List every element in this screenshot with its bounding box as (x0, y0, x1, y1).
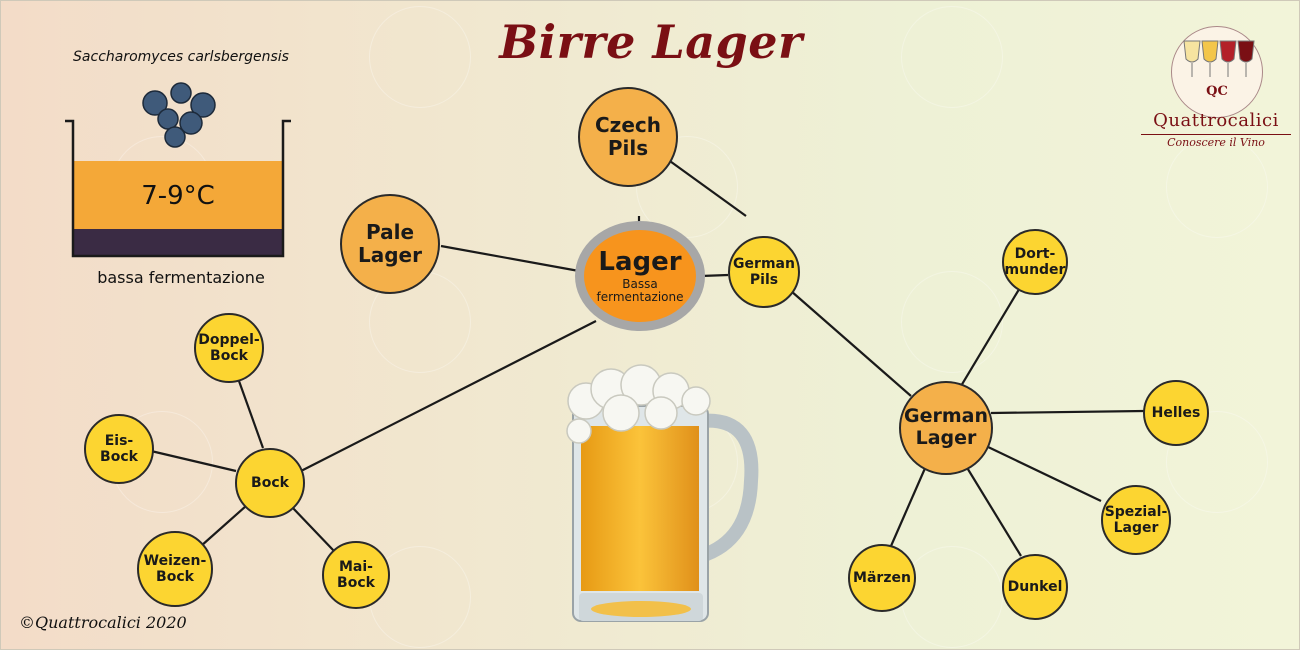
node-pale-lager: Pale Lager (340, 194, 440, 294)
logo-badge (1171, 26, 1263, 118)
node-eisbock: Eis- Bock (84, 414, 154, 484)
wine-glasses-icon (1183, 40, 1255, 77)
yeast-name: Saccharomyces carlsbergensis (73, 49, 289, 65)
node-marzen: Märzen (848, 544, 916, 612)
quattrocalici-logo: QC Quattrocalici Conoscere il Vino (1141, 26, 1291, 156)
watermark (901, 271, 1003, 373)
logo-name: Quattrocalici (1153, 110, 1279, 131)
link-bock-mai (290, 505, 335, 552)
node-spezial-lager: Spezial- Lager (1101, 485, 1171, 555)
node-dortmunder: Dort- munder (1002, 229, 1068, 295)
beer-mug-illustration (566, 364, 759, 622)
link-bock-weizen (200, 505, 247, 547)
watermark (1166, 411, 1268, 513)
node-weizenbock: Weizen- Bock (137, 531, 213, 607)
node-doppelbock: Doppel- Bock (194, 313, 264, 383)
link-gl-dortmunder (960, 285, 1022, 387)
watermark (369, 6, 471, 108)
node-helles: Helles (1143, 380, 1209, 446)
watermark (901, 6, 1003, 108)
node-lager-sub: Bassa fermentazione (596, 276, 684, 304)
link-gl-dunkel (965, 465, 1022, 557)
copyright: ©Quattrocalici 2020 (19, 613, 187, 632)
fermentation-label: bassa fermentazione (97, 268, 265, 287)
page-title: Birre Lager (499, 15, 803, 69)
fermentation-vat-illustration (65, 82, 291, 258)
watermark (1166, 136, 1268, 238)
node-lager: Lager Bassa fermentazione (575, 221, 705, 331)
temperature-label: 7-9°C (141, 181, 215, 211)
node-german-pils: German Pils (728, 236, 800, 308)
link-lager-germanpils (700, 273, 729, 278)
link-gl-marzen (889, 465, 928, 547)
logo-tagline: Conoscere il Vino (1141, 134, 1291, 149)
link-bock-doppel (237, 380, 265, 449)
node-bock: Bock (235, 448, 305, 518)
node-maibock: Mai- Bock (322, 541, 390, 609)
link-gl-spezial (985, 445, 1102, 502)
node-dunkel: Dunkel (1002, 554, 1068, 620)
node-czech-pils: Czech Pils (578, 87, 678, 187)
link-germanpils-germanlager (790, 290, 912, 397)
link-lager-bock (300, 320, 597, 472)
node-german-lager: German Lager (899, 381, 993, 475)
node-lager-label: Lager (598, 246, 682, 277)
link-gl-helles (990, 409, 1145, 415)
logo-initials: QC (1206, 84, 1228, 99)
link-pale-lager (440, 244, 580, 273)
link-bock-eis (150, 449, 237, 473)
